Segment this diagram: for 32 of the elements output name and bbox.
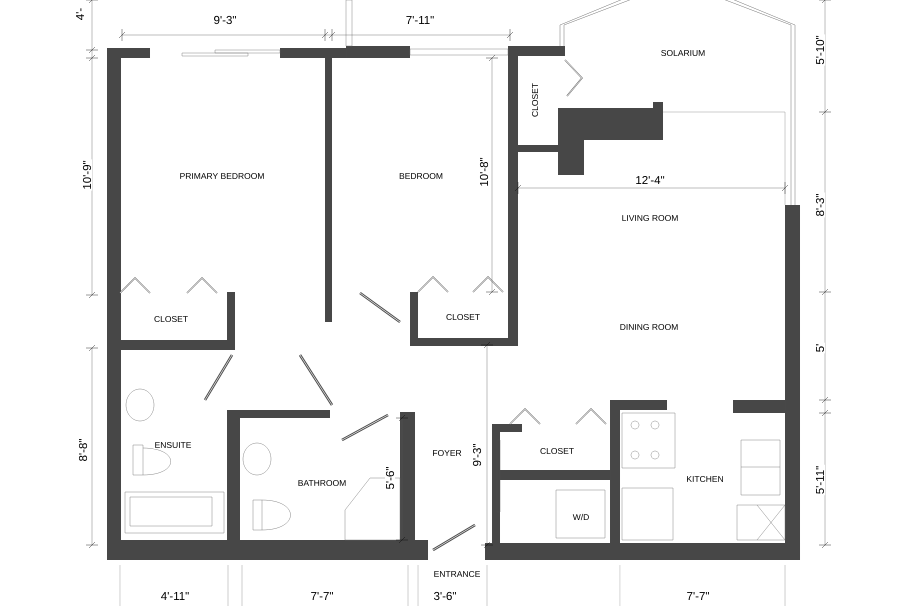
room-label: CLOSET [539,447,575,456]
room-label: PRIMARY BEDROOM [178,172,266,180]
dimension-label: 9'-3" [212,14,238,26]
room-label: DINING ROOM [618,323,680,332]
dimension-label: 7'-7" [310,591,334,601]
dimension-label: 4'-11" [160,591,190,601]
room-label: KITCHEN [685,475,725,484]
room-label: LIVING ROOM [620,214,680,222]
dimension-label: 7'-11" [404,15,436,25]
dimension-label: 10'-9" [82,159,92,191]
dimension-label: 10'-8" [478,156,490,188]
dimension-label: 7'-7" [686,591,710,601]
room-label: SOLARIUM [660,49,706,58]
room-label: ENTRANCE [432,570,482,578]
room-label: FOYER [431,449,463,458]
dimension-label: 3'-6" [432,590,458,602]
dimension-label: 8'-3" [814,192,826,218]
dimension-label: 5' [815,342,826,354]
dimension-label: 5'-10" [814,34,826,66]
room-label: ENSUITE [154,441,192,450]
room-label: BEDROOM [398,172,444,180]
room-label: W/D [572,512,590,522]
dimension-label: 4'- [75,6,85,22]
dimension-label: 12'-4" [634,175,666,186]
room-label: BATHROOM [296,479,348,488]
dimension-label: 5'-11" [815,464,826,496]
room-label: CLOSET [153,315,189,324]
room-label: CLOSET [531,82,540,118]
dimension-label: 9'-3" [472,442,482,468]
dimension-label: 5'-6" [384,466,396,490]
dimension-label: 8'-8" [78,438,88,462]
room-label: CLOSET [445,313,481,322]
